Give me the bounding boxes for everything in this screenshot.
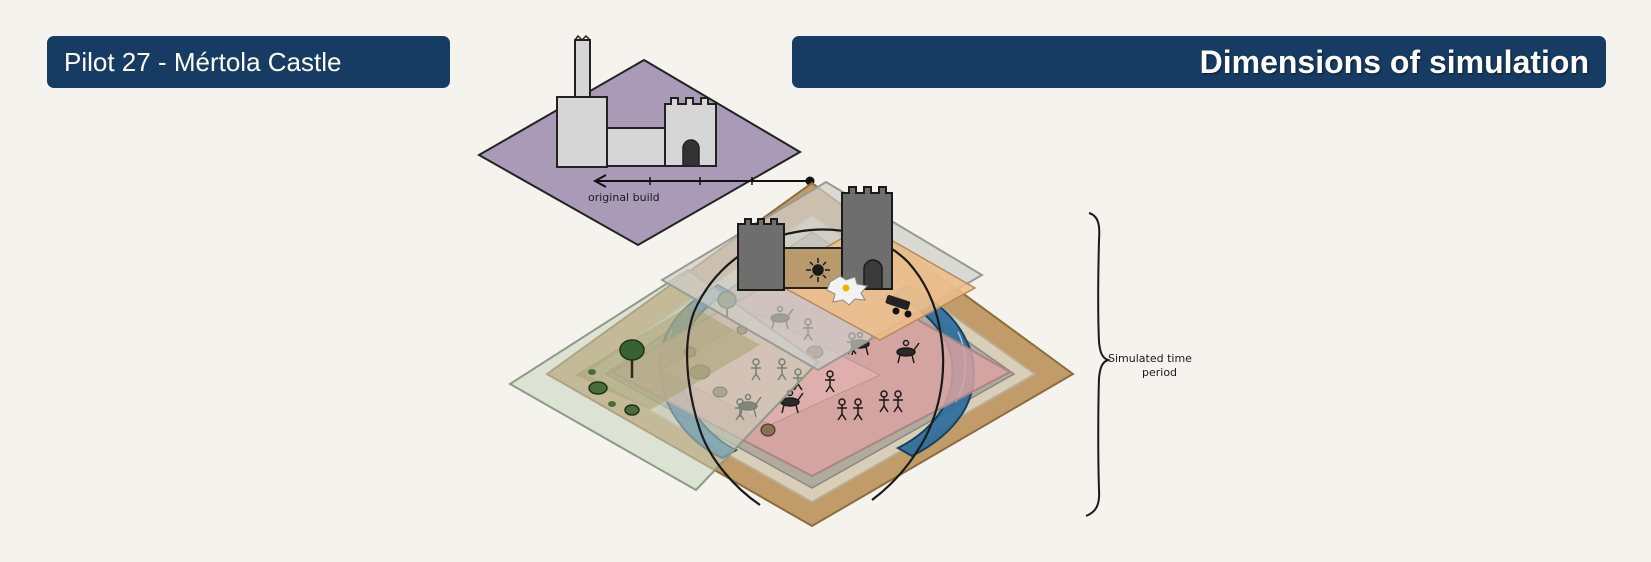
hill-outline-right bbox=[871, 329, 945, 501]
section-title: Dimensions of simulation bbox=[792, 36, 1606, 88]
time-label-line1: Simulated time bbox=[1108, 352, 1192, 365]
cannon-icon bbox=[885, 295, 912, 318]
original-build-layer: original build bbox=[476, 34, 815, 247]
hill-outline-left bbox=[686, 311, 761, 506]
sun-icon bbox=[806, 258, 830, 282]
original-build-label: original build bbox=[588, 191, 660, 204]
time-label-line2: period bbox=[1142, 366, 1177, 379]
time-period-brace bbox=[1085, 212, 1112, 517]
pilot-title: Pilot 27 - Mértola Castle bbox=[47, 36, 450, 88]
section-title-text: Dimensions of simulation bbox=[1199, 43, 1589, 80]
pilot-title-text: Pilot 27 - Mértola Castle bbox=[64, 46, 342, 77]
castle-layer bbox=[660, 180, 984, 372]
